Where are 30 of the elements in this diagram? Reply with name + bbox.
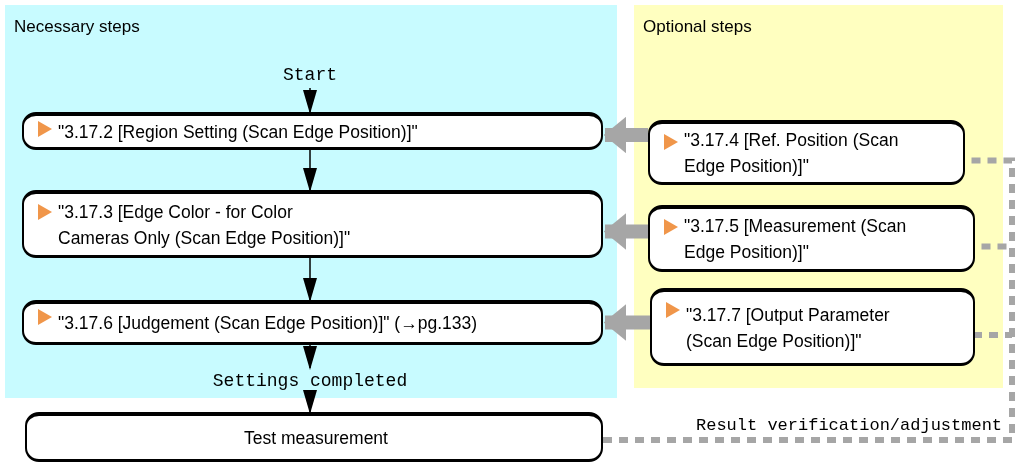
arrow [303,257,317,302]
process-box [648,120,965,185]
step-text: "3.17.5 [Measurement (Scan Edge Position)]" [684,215,908,264]
step-text: "3.17.3 [Edge Color - for Color Cameras Only (Scan Edge Position)]" [58,200,352,250]
step-group-panel [5,5,617,398]
process-box [25,412,603,462]
step-text: "3.17.7 [Output Parameter (Scan Edge Position)]" [686,303,891,353]
arrow [303,149,317,192]
panel-heading: Necessary steps [14,17,140,37]
arrow [303,87,317,114]
arrow [603,304,650,341]
process-box [650,288,975,366]
step-text: "3.17.2 [Region Setting (Scan Edge Position)]" [58,120,418,144]
process-box [648,205,975,272]
arrow [603,116,648,154]
panel-heading: Optional steps [643,17,752,37]
process-box [22,300,603,345]
step-group-panel [634,5,1003,388]
dashed-connector [603,332,1015,443]
step-text: "3.17.4 [Ref. Position (Scan Edge Position)]" [684,129,900,178]
step-text: Test measurement [244,426,388,450]
arrow [303,390,317,414]
arrow [603,213,648,250]
edge-label: Result verification/adjustment [696,416,1003,435]
flow-label: Start [283,65,337,85]
arrow [303,344,317,370]
step-text: "3.17.6 [Judgement (Scan Edge Position)]" (→pg.133) [58,312,478,335]
process-box [22,112,603,150]
flow-label: Settings completed [212,371,408,391]
process-box [22,190,603,258]
